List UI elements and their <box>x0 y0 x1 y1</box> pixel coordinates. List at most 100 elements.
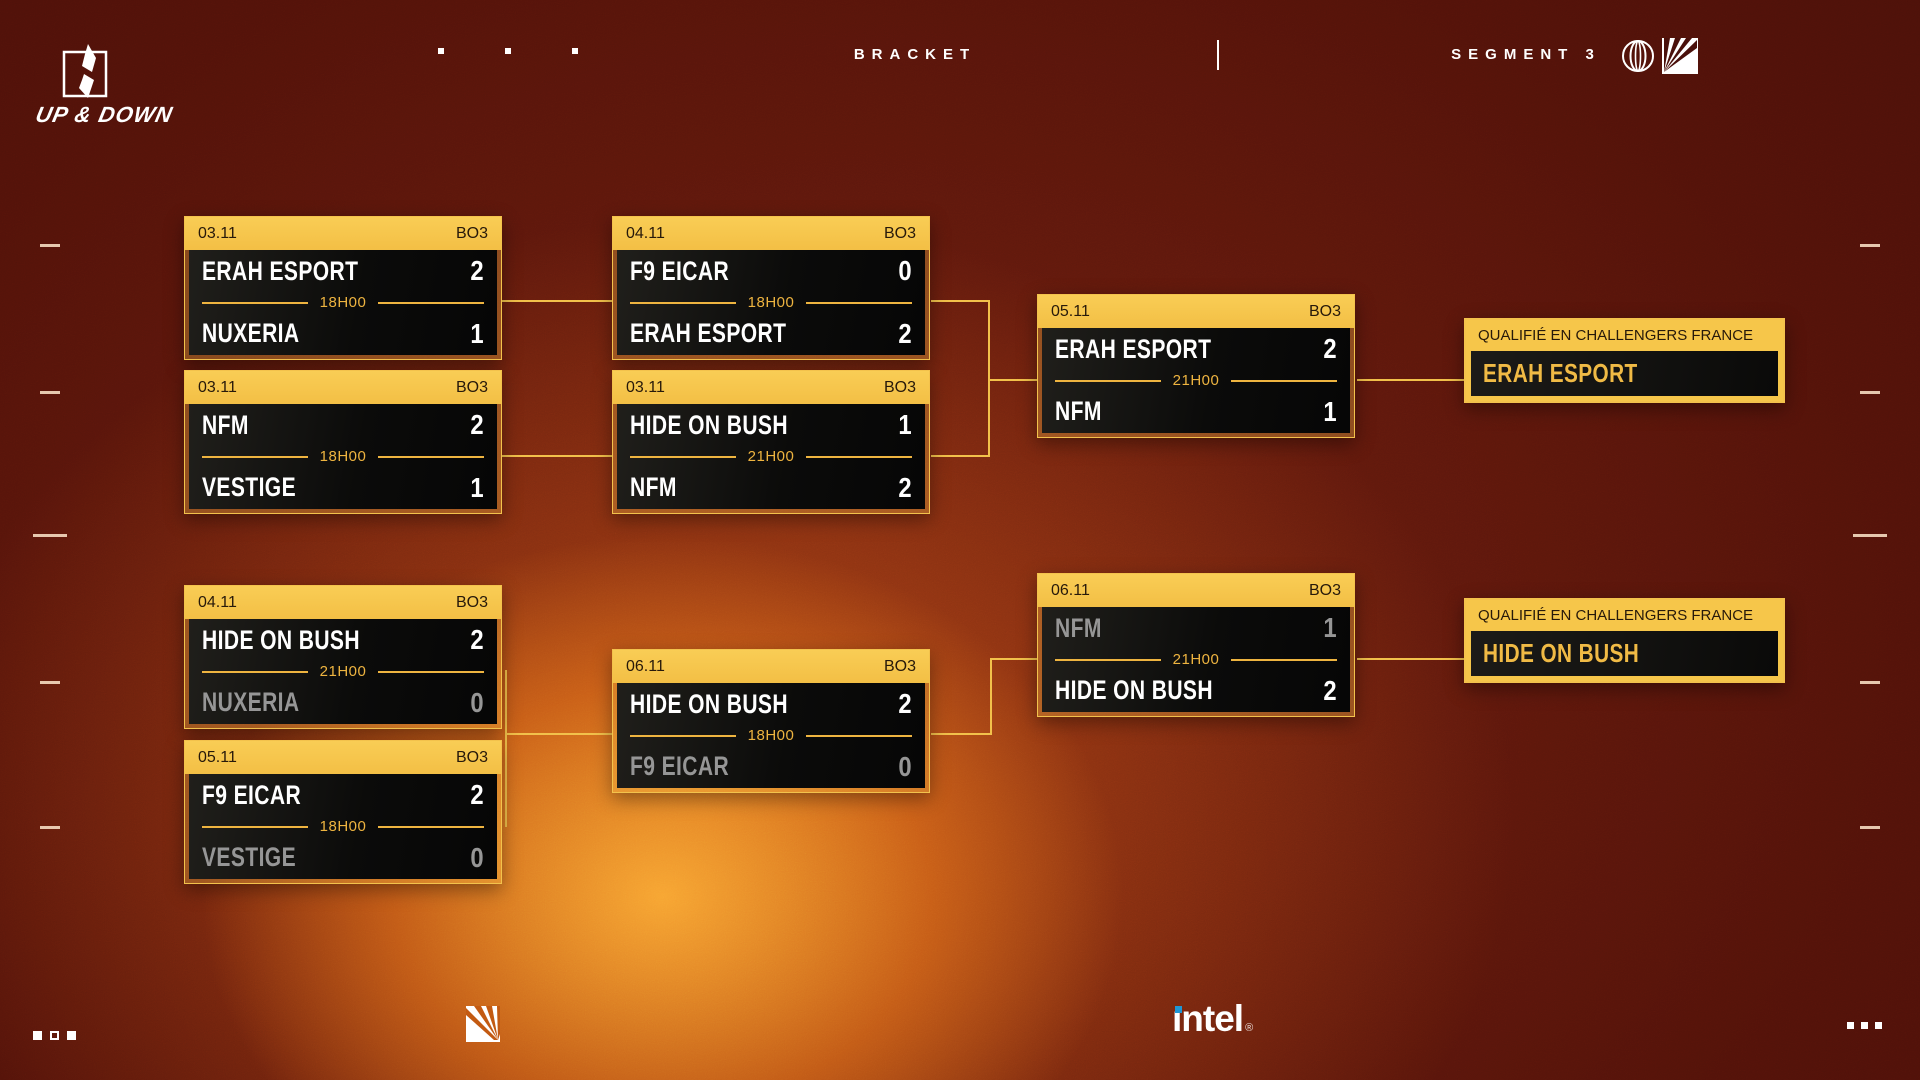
match-body: NFM 2 18H00 VESTIGE 1 <box>189 404 497 509</box>
team-score: 2 <box>898 471 912 503</box>
match-date: 06.11 <box>626 657 665 675</box>
edge-tick <box>40 391 60 394</box>
match-date: 03.11 <box>198 378 237 396</box>
connector-line <box>988 300 990 457</box>
match-row: ERAH ESPORT 2 <box>1042 328 1350 371</box>
pagination-square[interactable] <box>33 1031 42 1040</box>
connector-line <box>507 733 612 735</box>
ellipsis-menu-icon[interactable] <box>1875 1022 1882 1029</box>
team-name: F9 EICAR <box>630 751 730 782</box>
match-row: NFM 2 <box>617 467 925 510</box>
team-score: 0 <box>898 255 912 287</box>
team-name: NFM <box>202 409 249 440</box>
time-divider-line <box>202 455 308 458</box>
intel-sponsor-logo: ıntel® <box>1172 998 1253 1040</box>
ellipsis-menu-icon[interactable] <box>1861 1022 1868 1029</box>
team-name: F9 EICAR <box>630 255 730 286</box>
match-header: 04.11 BO3 <box>185 586 501 619</box>
match-time-row: 18H00 <box>189 293 497 313</box>
match-date: 05.11 <box>198 748 237 766</box>
qualifier-card[interactable]: QUALIFIÉ EN CHALLENGERS FRANCE HIDE ON B… <box>1464 598 1785 683</box>
edge-tick <box>1860 244 1880 247</box>
team-name: NFM <box>1055 396 1102 427</box>
match-row: ERAH ESPORT 2 <box>189 250 497 293</box>
nav-dot[interactable] <box>572 48 578 54</box>
time-divider-line <box>630 734 736 737</box>
pagination-square[interactable] <box>50 1031 59 1040</box>
match-header: 04.11 BO3 <box>613 217 929 250</box>
connector-line <box>990 658 992 735</box>
match-header: 05.11 BO3 <box>1038 295 1354 328</box>
connector-line <box>1357 379 1464 381</box>
connector-line <box>1357 658 1464 660</box>
connector-line <box>502 300 612 302</box>
edge-tick <box>40 681 60 684</box>
team-score: 2 <box>1323 674 1337 706</box>
edge-tick <box>1860 681 1880 684</box>
match-card[interactable]: 05.11 BO3 ERAH ESPORT 2 21H00 NFM 1 <box>1037 294 1355 438</box>
team-score: 2 <box>470 624 484 656</box>
team-score: 0 <box>898 750 912 782</box>
match-card[interactable]: 04.11 BO3 F9 EICAR 0 18H00 ERAH ESPORT 2 <box>612 216 930 360</box>
nav-dot[interactable] <box>505 48 511 54</box>
match-card[interactable]: 03.11 BO3 ERAH ESPORT 2 18H00 NUXERIA 1 <box>184 216 502 360</box>
connector-line <box>502 455 612 457</box>
up-down-logo-icon <box>62 44 108 98</box>
match-body: HIDE ON BUSH 2 18H00 F9 EICAR 0 <box>617 683 925 788</box>
nav-dot[interactable] <box>438 48 444 54</box>
edge-tick <box>1860 391 1880 394</box>
ellipsis-menu-icon[interactable] <box>1847 1022 1854 1029</box>
team-name: HIDE ON BUSH <box>1055 675 1213 706</box>
team-name: ERAH ESPORT <box>1055 333 1212 364</box>
time-divider-line <box>1231 658 1338 661</box>
match-card[interactable]: 03.11 BO3 NFM 2 18H00 VESTIGE 1 <box>184 370 502 514</box>
time-divider-line <box>806 455 913 458</box>
match-card[interactable]: 04.11 BO3 HIDE ON BUSH 2 21H00 NUXERIA 0 <box>184 585 502 729</box>
match-date: 04.11 <box>626 224 665 242</box>
match-time-row: 18H00 <box>189 447 497 467</box>
match-date: 05.11 <box>1051 302 1090 320</box>
match-card[interactable]: 06.11 BO3 NFM 1 21H00 HIDE ON BUSH 2 <box>1037 573 1355 717</box>
match-row: HIDE ON BUSH 2 <box>1042 670 1350 713</box>
qualified-team-name: HIDE ON BUSH <box>1483 638 1640 668</box>
match-body: F9 EICAR 2 18H00 VESTIGE 0 <box>189 774 497 879</box>
time-divider-line <box>202 670 308 673</box>
time-divider-line <box>1055 379 1161 382</box>
match-time: 18H00 <box>747 727 795 744</box>
connector-line <box>931 733 992 735</box>
segment-label: SEGMENT 3 <box>1451 45 1601 63</box>
match-card[interactable]: 03.11 BO3 HIDE ON BUSH 1 21H00 NFM 2 <box>612 370 930 514</box>
time-divider-line <box>202 301 308 304</box>
match-time: 18H00 <box>319 818 367 835</box>
qualifier-card[interactable]: QUALIFIÉ EN CHALLENGERS FRANCE ERAH ESPO… <box>1464 318 1785 403</box>
team-score: 1 <box>1323 395 1337 427</box>
team-name: HIDE ON BUSH <box>630 409 788 440</box>
sunburst-logo-icon <box>1662 38 1698 74</box>
time-divider-line <box>378 301 485 304</box>
match-row: NUXERIA 0 <box>189 682 497 725</box>
match-body: HIDE ON BUSH 2 21H00 NUXERIA 0 <box>189 619 497 724</box>
match-time-row: 18H00 <box>617 293 925 313</box>
match-row: VESTIGE 0 <box>189 837 497 880</box>
pagination-square[interactable] <box>67 1031 76 1040</box>
connector-line <box>505 670 507 827</box>
sponsor-label: ıntel <box>1172 998 1244 1039</box>
time-divider-line <box>378 670 485 673</box>
match-card[interactable]: 06.11 BO3 HIDE ON BUSH 2 18H00 F9 EICAR … <box>612 649 930 793</box>
match-card[interactable]: 05.11 BO3 F9 EICAR 2 18H00 VESTIGE 0 <box>184 740 502 884</box>
match-time-row: 18H00 <box>189 817 497 837</box>
time-divider-line <box>202 825 308 828</box>
match-header: 06.11 BO3 <box>1038 574 1354 607</box>
match-time: 18H00 <box>319 294 367 311</box>
qualifier-header: QUALIFIÉ EN CHALLENGERS FRANCE <box>1478 607 1754 624</box>
time-divider-line <box>806 301 913 304</box>
match-row: NUXERIA 1 <box>189 313 497 356</box>
match-date: 03.11 <box>198 224 237 242</box>
match-format: BO3 <box>455 593 488 611</box>
team-score: 1 <box>470 317 484 349</box>
team-name: NUXERIA <box>202 687 300 718</box>
edge-tick <box>40 244 60 247</box>
match-format: BO3 <box>883 657 916 675</box>
match-format: BO3 <box>1308 581 1341 599</box>
